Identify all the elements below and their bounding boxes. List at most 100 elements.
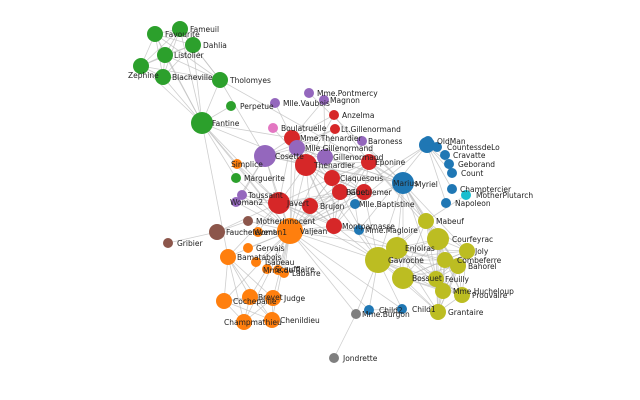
node-enjolras[interactable] <box>386 237 408 259</box>
node-cosette[interactable] <box>254 145 276 167</box>
node-geborand[interactable] <box>444 159 454 169</box>
node-marguerite[interactable] <box>231 173 241 183</box>
node-tholomyes[interactable] <box>212 72 228 88</box>
node-valjean[interactable] <box>277 218 303 244</box>
node-fameuil[interactable] <box>172 21 188 37</box>
node-eponine[interactable] <box>361 154 377 170</box>
node-babet[interactable] <box>332 184 348 200</box>
node-combeferre[interactable] <box>437 252 453 268</box>
node-joly[interactable] <box>459 243 475 259</box>
edge-gillenormand-marius <box>324 156 404 184</box>
node-champtercier[interactable] <box>447 184 457 194</box>
node-brujon[interactable] <box>302 198 318 214</box>
edge-simplice-valjean <box>236 163 291 232</box>
node-label-mlle-vaubois: Mlle.Vaubois <box>283 99 330 108</box>
node-lt-gillenormand[interactable] <box>330 124 340 134</box>
edge-zephine-tholomyes <box>140 65 221 81</box>
node-claquesous[interactable] <box>324 170 340 186</box>
node-listolier[interactable] <box>157 47 173 63</box>
node-label-prouvaire: Prouvaire <box>472 291 508 300</box>
node-label-grantaire: Grantaire <box>448 308 484 317</box>
edge-fameuil-fantine <box>179 28 203 124</box>
edge-myriel-champtercier <box>426 144 453 190</box>
node-label-oldman: OldMan <box>437 137 466 146</box>
node-gavroche[interactable] <box>365 247 391 273</box>
node-bahorel[interactable] <box>450 258 466 274</box>
node-label-eponine: Eponine <box>375 158 406 167</box>
node-label-napoleon: Napoleon <box>455 199 491 208</box>
node-favourite[interactable] <box>147 26 163 42</box>
node-dahlia[interactable] <box>185 37 201 53</box>
node-fauchelevent[interactable] <box>209 224 225 240</box>
node-mabeuf[interactable] <box>418 213 434 229</box>
node-toussaint[interactable] <box>237 190 247 200</box>
node-label-gribier: Gribier <box>177 239 203 248</box>
edge-mabeuf-feuilly <box>425 220 437 280</box>
node-cravatte[interactable] <box>440 150 450 160</box>
node-champmathieu[interactable] <box>236 314 252 330</box>
node-boulatruelle[interactable] <box>268 123 278 133</box>
node-perpetue[interactable] <box>226 101 236 111</box>
node-label-cochepaille: Cochepaille <box>233 297 277 306</box>
node-montparnasse[interactable] <box>326 218 342 234</box>
node-jondrette[interactable] <box>329 353 339 363</box>
node-magnon[interactable] <box>319 95 329 105</box>
node-bossuet[interactable] <box>392 267 414 289</box>
node-label-cravatte: Cravatte <box>453 151 486 160</box>
node-mlle-vaubois[interactable] <box>270 98 280 108</box>
node-prouvaire[interactable] <box>454 287 470 303</box>
node-feuilly[interactable] <box>428 271 444 287</box>
node-label-geborand: Geborand <box>458 160 495 169</box>
node-brevet[interactable] <box>242 289 258 305</box>
node-mme-hucheloup[interactable] <box>435 283 451 299</box>
node-gillenormand[interactable] <box>317 149 333 165</box>
node-mlle-gillenormand[interactable] <box>289 140 305 156</box>
node-motherinnocent[interactable] <box>243 216 253 226</box>
node-courfeyrac[interactable] <box>427 228 449 250</box>
node-thenardier[interactable] <box>295 154 317 176</box>
node-simplice[interactable] <box>232 159 242 169</box>
node-label-motherplutarch: MotherPlutarch <box>476 191 533 200</box>
node-label-jondrette: Jondrette <box>342 354 378 363</box>
node-isabeau[interactable] <box>251 257 261 267</box>
node-javert[interactable] <box>268 192 290 214</box>
node-label-mme-hucheloup: Mme.Hucheloup <box>453 287 514 296</box>
node-label-blacheville: Blacheville <box>172 73 213 82</box>
node-countessdelo[interactable] <box>432 142 442 152</box>
node-label-zephine: Zephine <box>128 71 159 80</box>
node-oldman[interactable] <box>423 136 433 146</box>
node-gueulemer[interactable] <box>356 184 372 200</box>
edge-child1-child2 <box>368 308 403 311</box>
node-child2[interactable] <box>364 305 374 315</box>
node-motherplutarch[interactable] <box>461 190 471 200</box>
node-grantaire[interactable] <box>430 304 446 320</box>
node-label-judge: Judge <box>283 294 305 303</box>
node-bamatabois[interactable] <box>220 249 236 265</box>
node-child1[interactable] <box>397 304 407 314</box>
node-count[interactable] <box>447 168 457 178</box>
node-anzelma[interactable] <box>329 110 339 120</box>
node-mme-pontmercy[interactable] <box>304 88 314 98</box>
node-zephine[interactable] <box>133 58 149 74</box>
node-gervais[interactable] <box>243 243 253 253</box>
node-scaufflaire[interactable] <box>262 264 272 274</box>
node-judge[interactable] <box>265 290 281 306</box>
node-woman2[interactable] <box>231 197 241 207</box>
node-label-mme-pontmercy: Mme.Pontmercy <box>317 89 378 98</box>
node-baroness[interactable] <box>357 136 367 146</box>
node-label-gavroche: Gavroche <box>388 256 424 265</box>
edge-fauchelevent-gribier <box>167 231 218 244</box>
node-chenildieu[interactable] <box>264 312 280 328</box>
node-mme-de-r[interactable] <box>273 265 283 275</box>
node-blacheville[interactable] <box>155 69 171 85</box>
node-gribier[interactable] <box>163 238 173 248</box>
node-mme-magloire[interactable] <box>354 225 364 235</box>
edge-zephine-fantine <box>140 65 203 124</box>
node-napoleon[interactable] <box>441 198 451 208</box>
node-woman1[interactable] <box>253 227 263 237</box>
node-marius[interactable] <box>392 172 414 194</box>
node-fantine[interactable] <box>191 112 213 134</box>
node-cochepaille[interactable] <box>216 293 232 309</box>
node-mlle-baptistine[interactable] <box>350 199 360 209</box>
node-mme-burgon[interactable] <box>351 309 361 319</box>
